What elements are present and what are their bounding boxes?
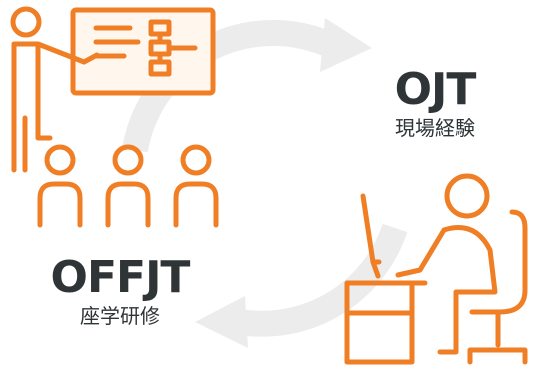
student-head-1: [44, 144, 76, 176]
offjt-title: OFFJT: [50, 252, 191, 303]
student-head-3: [180, 144, 212, 176]
student-head-2: [112, 144, 144, 176]
student-body-3: [173, 181, 219, 228]
classroom-lecture-illustration: [10, 6, 219, 228]
office-chair: [467, 209, 528, 365]
student-body-2: [105, 181, 151, 228]
desk-worker-illustration: [344, 173, 528, 365]
presenter-body: [11, 41, 87, 173]
cycle-arrowhead-top: [320, 18, 372, 72]
ojt-title: OJT: [394, 64, 477, 115]
worker-head: [444, 173, 490, 219]
worker-body: [395, 225, 498, 355]
ojt-label-block: OJT 現場経験: [360, 64, 510, 140]
student-body-1: [37, 181, 83, 228]
ojt-subtitle: 現場経験: [395, 116, 475, 140]
presenter-head: [10, 6, 42, 38]
cycle-arrowhead-bottom: [195, 296, 248, 348]
presentation-board: [70, 7, 216, 96]
desk: [344, 280, 415, 365]
offjt-subtitle: 座学研修: [80, 304, 160, 328]
cycle-arrow-bottom: [227, 223, 408, 337]
offjt-label-block: OFFJT 座学研修: [30, 252, 210, 328]
